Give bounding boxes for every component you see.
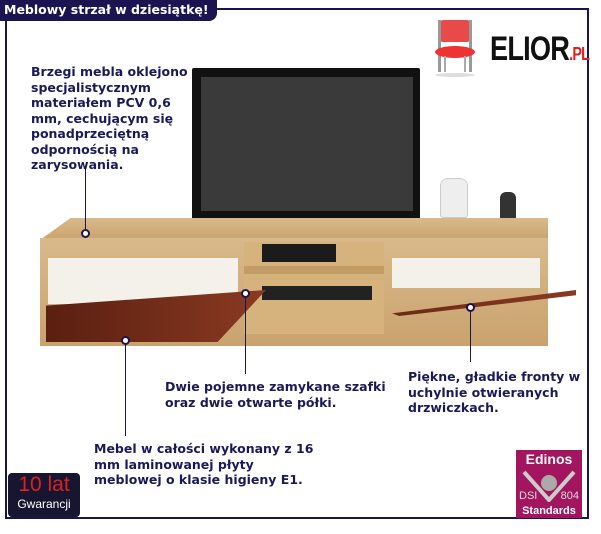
dvd-player xyxy=(262,286,372,300)
logo-suffix: .PL xyxy=(569,44,590,64)
speaker-dark xyxy=(500,192,516,220)
edinos-cert: Edinos DSI 804 Standards xyxy=(516,450,582,518)
callout-line xyxy=(85,168,86,230)
cert-bottom: Standards xyxy=(522,505,576,517)
callout-dot xyxy=(241,289,250,298)
banner: Meblowy strzał w dziesiątkę! xyxy=(0,0,217,21)
callout-dot xyxy=(466,303,475,312)
cert-check-icon xyxy=(522,470,576,502)
content-frame xyxy=(5,8,589,519)
cabinet-top xyxy=(40,218,548,240)
note-fronts: Piękne, gładkie fronty w uchylnie otwier… xyxy=(408,369,581,415)
warranty-years: 10 lat xyxy=(18,473,70,496)
note-material: Mebel w całości wykonany z 16 mm laminow… xyxy=(94,441,314,487)
cert-right: 804 xyxy=(560,490,579,502)
tv xyxy=(192,68,420,220)
callout-line xyxy=(470,310,471,362)
note-compartments: Dwie pojemne zamykane szafki oraz dwie o… xyxy=(165,379,386,410)
logo-text: ELIOR xyxy=(490,30,570,68)
shelf xyxy=(244,266,384,274)
right-compartment xyxy=(392,258,540,288)
callout-line xyxy=(245,296,246,374)
warranty-badge: 10 lat Gwarancji xyxy=(8,473,80,517)
callout-line xyxy=(125,344,126,436)
speaker xyxy=(440,178,468,218)
soundbar xyxy=(262,244,336,262)
cert-brand: Edinos xyxy=(525,451,573,467)
chair-logo-icon xyxy=(432,18,478,78)
callout-dot xyxy=(121,336,130,345)
elior-logo: ELIOR.PL xyxy=(490,30,590,69)
warranty-label: Gwarancji xyxy=(17,497,71,511)
callout-dot xyxy=(81,229,90,238)
note-edges: Brzegi mebla oklejono specjalistycznym m… xyxy=(31,64,188,172)
cert-left: DSI xyxy=(519,490,538,502)
